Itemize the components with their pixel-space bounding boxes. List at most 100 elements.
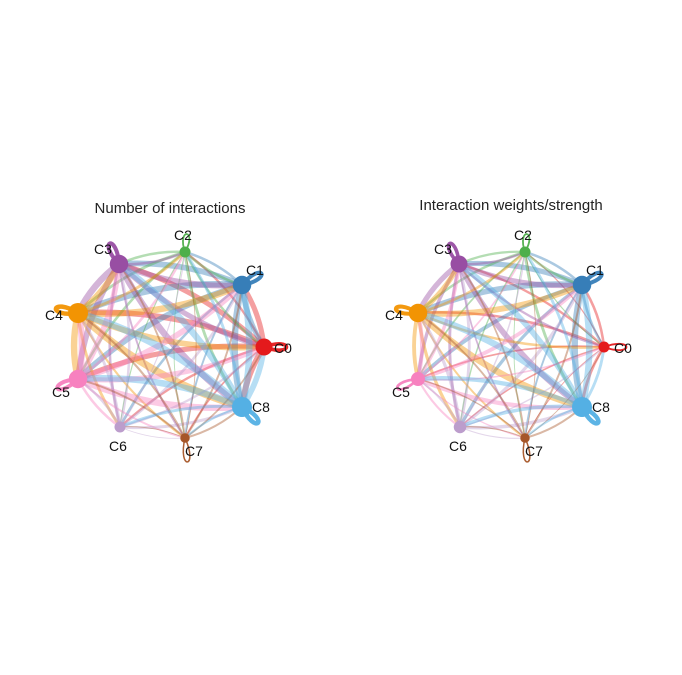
edge-c0-c7 <box>524 346 605 439</box>
node-label-c5: C5 <box>52 384 70 400</box>
edge-c1-c7 <box>524 284 583 439</box>
edge-c1-c5 <box>75 282 245 382</box>
self-loop-c0 <box>603 342 628 352</box>
edge-c6-c4 <box>76 311 122 429</box>
node-c0 <box>255 338 273 356</box>
edge-c4-c1 <box>415 282 585 317</box>
edge-c8-c6 <box>458 404 584 429</box>
edge-c5-c3 <box>416 262 461 381</box>
edges <box>412 250 606 440</box>
edge-c7-c5 <box>417 378 526 439</box>
edge-c7-c1 <box>184 284 243 439</box>
node-c3 <box>109 254 129 274</box>
edge-c3-c7 <box>458 263 526 439</box>
node-c6 <box>453 420 467 434</box>
edge-c7-c4 <box>417 312 526 439</box>
edge-c6-c8 <box>118 405 244 430</box>
edge-c1-c3 <box>116 260 245 288</box>
edge-c0-c4 <box>416 311 606 349</box>
edge-c8-c2 <box>183 250 244 409</box>
panel-title-interaction-weights: Interaction weights/strength <box>419 197 602 214</box>
edge-c5-c2 <box>76 250 187 381</box>
node-c5 <box>68 369 88 389</box>
node-c3 <box>450 255 468 273</box>
edge-c6-c0 <box>118 345 266 429</box>
edge-c0-c6 <box>459 346 605 428</box>
node-label-c0: C0 <box>614 340 632 356</box>
edge-c8-c5 <box>74 374 246 411</box>
node-label-c2: C2 <box>174 227 192 243</box>
edge-c3-c0 <box>116 261 267 350</box>
edge-c2-c6 <box>459 251 526 428</box>
node-label-c0: C0 <box>274 340 292 356</box>
edge-c7-c0 <box>524 346 605 439</box>
self-loop-c2 <box>522 233 531 253</box>
edge-c1-c4 <box>415 281 585 316</box>
edge-c2-c7 <box>173 251 186 439</box>
node-label-c8: C8 <box>252 399 270 415</box>
edge-c5-c8 <box>415 376 585 410</box>
edge-c0-c5 <box>417 345 605 380</box>
edge-c4-c0 <box>75 310 267 351</box>
edge-c1-c8 <box>571 281 586 411</box>
edge-c3-c6 <box>448 262 462 429</box>
edge-c3-c7 <box>118 263 186 439</box>
edge-c4-c7 <box>76 311 187 440</box>
edge-c2-c6 <box>119 251 186 428</box>
edge-c8-c3 <box>115 260 246 411</box>
node-c6 <box>114 421 126 433</box>
edge-c8-c1 <box>238 281 253 411</box>
node-label-c5: C5 <box>392 384 410 400</box>
edge-c7-c1 <box>524 284 583 439</box>
self-loop-c7 <box>522 437 531 463</box>
edge-c6-c0 <box>459 346 605 428</box>
node-label-c1: C1 <box>586 262 604 278</box>
edge-c3-c8 <box>456 261 585 410</box>
edge-c3-c8 <box>115 260 246 411</box>
edge-c1-c5 <box>416 283 584 381</box>
edge-c2-c7 <box>513 251 526 439</box>
edge-c2-c5 <box>417 251 526 380</box>
edge-c3-c5 <box>75 261 122 382</box>
edge-c5-c4 <box>416 311 424 381</box>
edge-c6-c1 <box>118 283 244 429</box>
edge-c1-c6 <box>458 283 584 429</box>
edge-c2-c4 <box>416 250 527 315</box>
edge-c6-c3 <box>117 262 131 429</box>
edge-c5-c1 <box>416 283 584 381</box>
edge-c0-c6 <box>118 345 266 429</box>
self-loop-c2 <box>182 233 191 253</box>
edge-c4-c0 <box>416 311 606 349</box>
node-c2 <box>519 246 531 258</box>
self-loop-c5 <box>396 377 419 391</box>
node-label-c4: C4 <box>385 307 403 323</box>
edge-c3-c5 <box>416 262 461 381</box>
node-c8 <box>572 397 592 417</box>
node-c2 <box>179 246 191 258</box>
node-c1 <box>232 275 252 295</box>
edge-c4-c2 <box>416 250 527 315</box>
edge-c8-c2 <box>523 250 584 409</box>
edge-c6-c4 <box>416 311 462 429</box>
edges <box>70 250 267 440</box>
node-label-c2: C2 <box>514 227 532 243</box>
edge-c5-c0 <box>417 346 605 381</box>
edge-c4-c1 <box>74 281 246 318</box>
edge-c2-c0 <box>524 251 605 348</box>
edge-c5-c7 <box>417 378 526 439</box>
node-label-c4: C4 <box>45 307 63 323</box>
node-label-c3: C3 <box>434 241 452 257</box>
edge-c5-c8 <box>74 375 246 412</box>
edge-c6-c7 <box>459 426 526 439</box>
self-loop-c7 <box>182 437 191 463</box>
node-label-c3: C3 <box>94 241 112 257</box>
edge-c4-c2 <box>76 250 187 315</box>
node-label-c7: C7 <box>525 443 543 459</box>
edge-c0-c7 <box>184 346 265 439</box>
edge-c0-c2 <box>183 250 266 349</box>
edge-c3-c1 <box>116 261 245 289</box>
edge-c7-c2 <box>524 251 537 439</box>
